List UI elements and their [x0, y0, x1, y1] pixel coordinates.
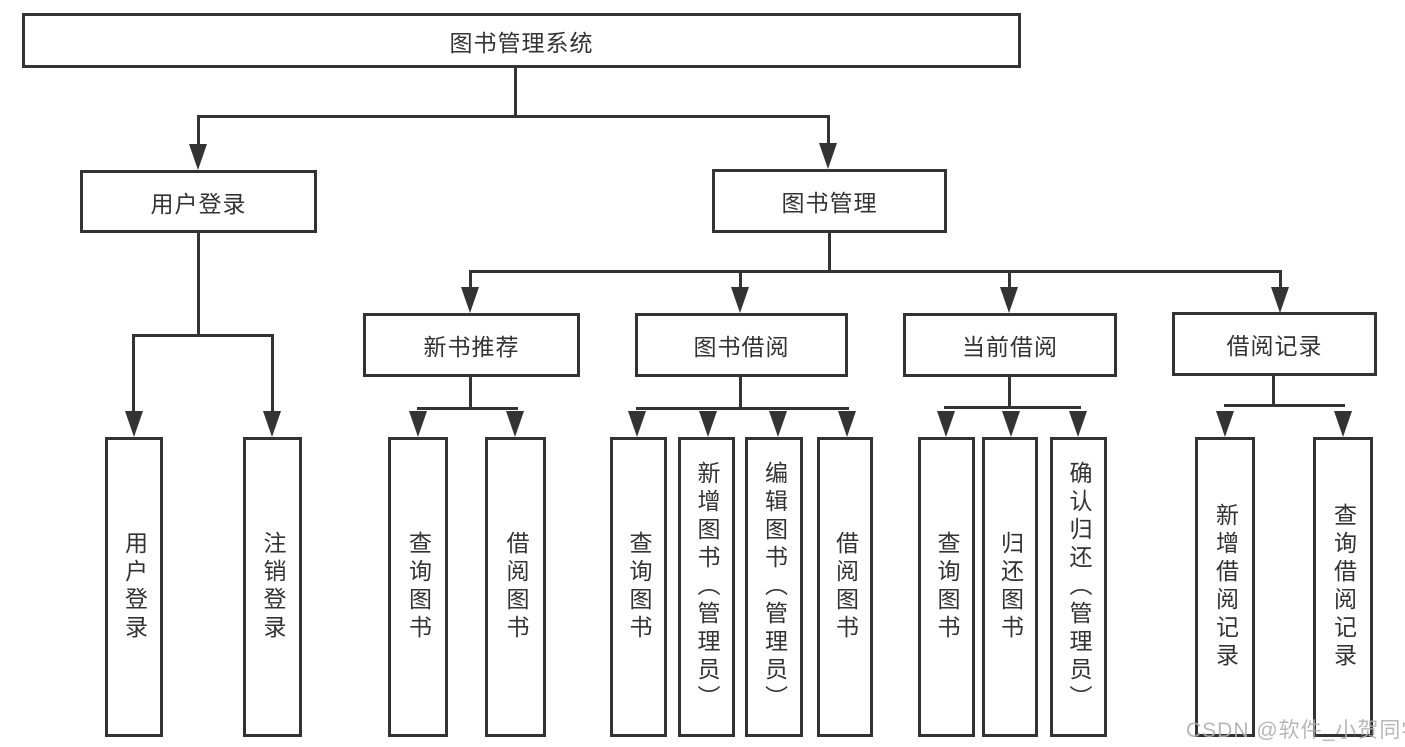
connector-line	[514, 68, 517, 118]
leaf-add-books-admin: 新增图书（管理员）	[678, 437, 735, 737]
arrowhead-icon	[628, 411, 646, 437]
arrowhead-icon	[506, 411, 524, 437]
connector-line	[197, 115, 830, 118]
node-label: 注销登录	[260, 531, 286, 643]
leaf-return-books: 归还图书	[982, 437, 1038, 737]
connector-line	[197, 115, 200, 150]
node-label: 归还图书	[997, 531, 1024, 643]
connector-line	[469, 270, 1282, 273]
csdn-watermark: CSDN @软件_小贺同学	[1186, 719, 1405, 742]
node-label: 图书借阅	[693, 334, 790, 360]
arrowhead-icon	[1000, 287, 1018, 313]
arrowhead-icon	[769, 411, 787, 437]
connector-line	[1224, 404, 1345, 407]
node-user-login: 用户登录	[80, 170, 317, 233]
connector-line	[944, 406, 1081, 409]
arrowhead-icon	[189, 144, 207, 170]
node-label: 图书管理	[781, 190, 878, 216]
leaf-edit-books-admin: 编辑图书（管理员）	[745, 437, 803, 737]
node-label: 借阅记录	[1226, 333, 1323, 359]
connector-line	[417, 407, 518, 410]
connector-line	[1008, 270, 1011, 290]
leaf-logout: 注销登录	[243, 437, 302, 737]
arrowhead-icon	[1069, 411, 1087, 437]
arrowhead-icon	[1216, 411, 1234, 437]
node-borrow-records: 借阅记录	[1172, 312, 1377, 376]
node-label: 查询图书	[934, 531, 960, 643]
leaf-query-books-recommend: 查询图书	[388, 437, 448, 737]
connector-line	[739, 377, 742, 410]
connector-line	[271, 334, 274, 414]
connector-line	[828, 233, 831, 273]
connector-line	[739, 270, 742, 290]
node-label: 新增图书（管理员）	[694, 461, 720, 713]
connector-line	[132, 334, 274, 337]
node-label: 借阅图书	[503, 531, 529, 643]
node-library-system: 图书管理系统	[22, 13, 1021, 68]
connector-line	[469, 377, 472, 410]
arrowhead-icon	[409, 411, 427, 437]
connector-line	[132, 334, 135, 414]
node-label: 当前借阅	[962, 334, 1058, 360]
arrowhead-icon	[731, 287, 749, 313]
node-label: 新增借阅记录	[1212, 503, 1239, 671]
leaf-confirm-return-admin: 确认归还（管理员）	[1050, 437, 1107, 737]
connector-line	[1008, 377, 1011, 409]
connector-line	[636, 407, 849, 410]
node-label: 编辑图书（管理员）	[761, 461, 788, 713]
connector-line	[1279, 270, 1282, 290]
node-label: 用户登录	[121, 531, 148, 643]
arrowhead-icon	[461, 287, 479, 313]
arrowhead-icon	[263, 411, 281, 437]
node-label: 确认归还（管理员）	[1066, 461, 1092, 713]
node-label: 查询借阅记录	[1330, 503, 1357, 671]
node-label: 查询图书	[626, 531, 652, 643]
leaf-add-borrow-record: 新增借阅记录	[1195, 437, 1255, 737]
connector-line	[469, 270, 472, 290]
leaf-borrow-books-recommend: 借阅图书	[485, 437, 546, 737]
leaf-user-login: 用户登录	[105, 437, 163, 737]
leaf-borrow-books: 借阅图书	[817, 437, 873, 737]
node-label: 新书推荐	[423, 334, 520, 360]
arrowhead-icon	[819, 143, 837, 169]
connector-line	[827, 115, 830, 150]
leaf-query-borrow-record: 查询借阅记录	[1313, 437, 1373, 737]
node-label: 借阅图书	[832, 531, 859, 643]
node-book-borrow: 图书借阅	[635, 313, 848, 377]
node-new-book-recommend: 新书推荐	[363, 313, 580, 377]
arrowhead-icon	[838, 411, 856, 437]
arrowhead-icon	[1271, 287, 1289, 313]
connector-line	[197, 233, 200, 337]
arrowhead-icon	[699, 411, 717, 437]
arrowhead-icon	[1002, 411, 1020, 437]
leaf-query-books-current: 查询图书	[918, 437, 975, 737]
arrowhead-icon	[1334, 411, 1352, 437]
connector-line	[1272, 376, 1275, 407]
node-label: 图书管理系统	[449, 29, 594, 56]
arrowhead-icon	[937, 411, 955, 437]
arrowhead-icon	[125, 411, 143, 437]
node-current-borrow: 当前借阅	[903, 313, 1117, 377]
node-book-management: 图书管理	[712, 169, 947, 233]
node-label: 用户登录	[150, 190, 247, 217]
node-label: 查询图书	[405, 531, 432, 643]
leaf-query-books-borrow: 查询图书	[610, 437, 667, 737]
